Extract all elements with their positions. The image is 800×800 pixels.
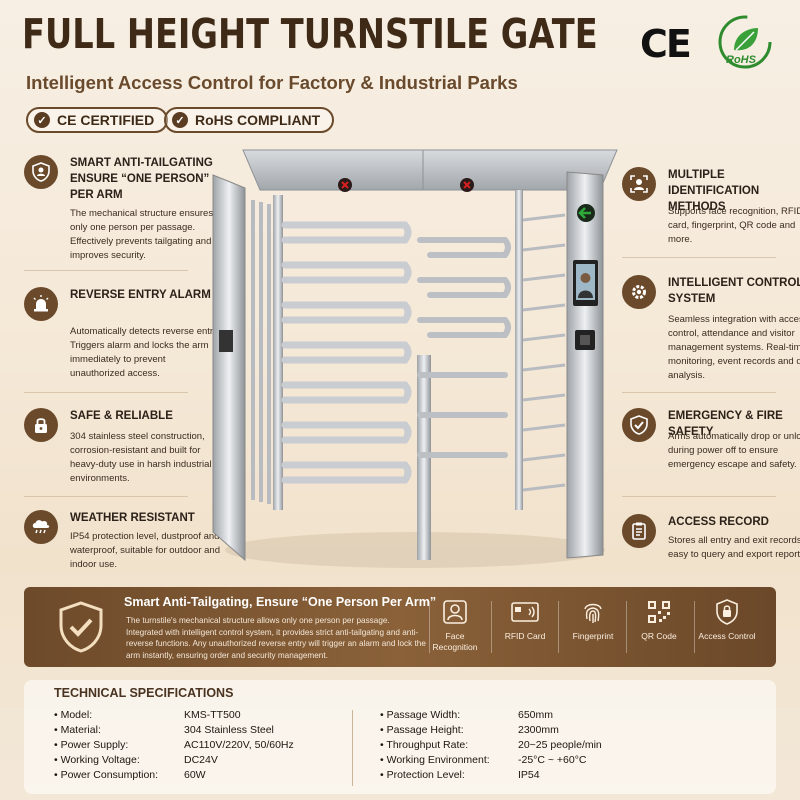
feature-desc: Stores all entry and exit records, easy … (668, 535, 800, 560)
feature-title: ACCESS RECORD (668, 516, 769, 528)
divider (24, 496, 188, 497)
rohs-label: RoHS (726, 54, 756, 66)
go-indicator-icon (577, 204, 595, 222)
feature-desc: Arms automatically drop or unlock during… (668, 431, 800, 470)
rohs-compliant-badge: ✓ RoHS COMPLIANT (164, 107, 335, 133)
shield-check-icon (622, 408, 656, 442)
feature-title: WEATHER RESISTANT (70, 512, 195, 524)
check-icon: ✓ (172, 112, 188, 128)
spec-row: • Model:KMS-TT500 (54, 709, 241, 721)
page-subtitle: Intelligent Access Control for Factory &… (26, 72, 518, 93)
shield-check-icon (58, 601, 104, 658)
turnstile-gate-image (205, 140, 625, 580)
feature-title: SMART ANTI-TAILGATING ENSURE “ONE PERSON… (70, 157, 213, 201)
feature-title: EMERGENCY & FIRE SAFETY (668, 410, 783, 438)
feature-desc: Automatically detects reverse entry. Tri… (70, 326, 220, 379)
feature-desc: The mechanical structure ensures only on… (70, 208, 214, 261)
divider (694, 601, 695, 653)
face-recognition-icon (440, 597, 470, 627)
divider (622, 392, 776, 393)
banner-title: Smart Anti-Tailgating, Ensure “One Perso… (124, 595, 437, 609)
feature-desc: 304 stainless steel construction, corros… (70, 431, 212, 484)
divider (24, 270, 188, 271)
feature-title: REVERSE ENTRY ALARM (70, 289, 211, 301)
spec-row: • Protection Level:IP54 (380, 769, 540, 781)
alarm-light-icon (24, 287, 58, 321)
cloud-rain-icon (24, 510, 58, 544)
icon-label: RFID Card (504, 631, 546, 641)
stop-indicator-icon (338, 178, 474, 192)
divider (429, 601, 430, 653)
spec-row: • Power Supply:AC110V/220V, 50/60Hz (54, 739, 294, 751)
feature-desc: Seamless integration with access control… (668, 314, 800, 381)
divider (352, 710, 353, 786)
qr-code-item: QR Code (628, 597, 690, 642)
ce-mark-logo: CE (640, 22, 692, 66)
gear-icon (622, 275, 656, 309)
divider (622, 257, 776, 258)
divider (626, 601, 627, 653)
banner-description: The turnstile's mechanical structure all… (126, 616, 426, 660)
feature-desc: Supports face recognition, RFID card, fi… (668, 206, 800, 245)
rohs-leaf-icon (718, 15, 772, 69)
spec-row: • Power Consumption:60W (54, 769, 206, 781)
fingerprint-icon (578, 597, 608, 627)
spec-row: • Working Voltage:DC24V (54, 754, 218, 766)
feature-desc: IP54 protection level, dustproof and wat… (70, 531, 220, 570)
access-control-icon (712, 597, 742, 627)
feature-title: SAFE & RELIABLE (70, 410, 173, 422)
spec-row: • Passage Height:2300mm (380, 724, 559, 736)
icon-label: Access Control (698, 631, 756, 641)
badge-label: RoHS COMPLIANT (195, 112, 321, 128)
rohs-logo: RoHS (716, 14, 774, 72)
check-icon: ✓ (34, 112, 50, 128)
page-title: FULL HEIGHT TURNSTILE GATE (22, 10, 598, 58)
access-control-item: Access Control (696, 597, 758, 642)
user-shield-icon (24, 155, 58, 189)
icon-label: QR Code (641, 631, 677, 641)
divider (491, 601, 492, 653)
divider (622, 496, 776, 497)
anti-tailgating-banner: Smart Anti-Tailgating, Ensure “One Perso… (24, 587, 776, 667)
badge-label: CE CERTIFIED (57, 112, 155, 128)
clipboard-icon (622, 514, 656, 548)
rfid-card-item: RFID Card (494, 597, 556, 642)
specs-title: TECHNICAL SPECIFICATIONS (54, 686, 234, 700)
padlock-icon (24, 408, 58, 442)
ce-certified-badge: ✓ CE CERTIFIED (26, 107, 169, 133)
icon-label: Face Recognition (432, 631, 478, 652)
qr-code-icon (644, 597, 674, 627)
icon-label: Fingerprint (572, 631, 614, 641)
feature-title: MULTIPLE IDENTIFICATION METHODS (668, 169, 760, 213)
face-recognition-item: Face Recognition (424, 597, 486, 653)
face-scan-icon (622, 167, 656, 201)
fingerprint-item: Fingerprint (562, 597, 624, 642)
feature-title: INTELLIGENT CONTROL SYSTEM (668, 277, 800, 305)
technical-specifications: TECHNICAL SPECIFICATIONS • Model:KMS-TT5… (24, 680, 776, 794)
divider (558, 601, 559, 653)
spec-row: • Passage Width:650mm (380, 709, 554, 721)
divider (24, 392, 188, 393)
spec-row: • Working Environment:-25°C ~ +60°C (380, 754, 587, 766)
spec-row: • Material:304 Stainless Steel (54, 724, 274, 736)
rfid-card-icon (510, 597, 540, 627)
spec-row: • Throughput Rate:20~25 people/min (380, 739, 602, 751)
